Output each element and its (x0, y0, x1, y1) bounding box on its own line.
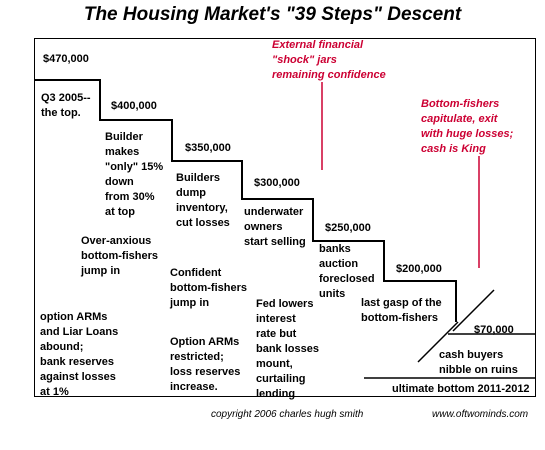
diagram-title: The Housing Market's "39 Steps" Descent (83, 4, 462, 25)
drop-line-1 (417, 321, 459, 363)
price-level-300k: $300,000 (254, 177, 300, 189)
price-level-250k: $250,000 (325, 222, 371, 234)
price-level-200k: $200,000 (396, 263, 442, 275)
note-builders-dump: Builders dump inventory, cut losses (176, 172, 230, 229)
price-level-70k: $70,000 (474, 324, 514, 336)
note-builder-makes: Builder makes "only" 15% down from 30% a… (105, 131, 164, 218)
callout-external-shock: External financial "shock" jars remainin… (272, 39, 386, 81)
diagram-frame (34, 38, 536, 397)
note-banks-auction: banks auction foreclosed units (319, 243, 375, 300)
note-confident-bottom-fishers: Confident bottom-fishers jump in (170, 267, 247, 309)
price-level-400k: $400,000 (111, 100, 157, 112)
footer-copyright: copyright 2006 charles hugh smith (211, 409, 364, 420)
price-level-350k: $350,000 (185, 142, 231, 154)
note-over-anxious-bottom-fishers: Over-anxious bottom-fishers jump in (81, 235, 158, 277)
drop-line-2 (452, 289, 495, 332)
callout-bottom-fishers-capitulate: Bottom-fishers capitulate, exit with hug… (421, 98, 514, 155)
note-cash-buyers: cash buyers nibble on ruins (439, 349, 518, 376)
note-fed-lowers: Fed lowers interest rate but bank losses… (256, 298, 319, 400)
note-ultimate-bottom: ultimate bottom 2011-2012 (392, 383, 530, 395)
note-option-arms-restricted: Option ARMs restricted; loss reserves in… (170, 336, 241, 393)
note-last-gasp: last gasp of the bottom-fishers (361, 297, 442, 324)
note-option-arms-abound: option ARMs and Liar Loans abound; bank … (40, 311, 119, 398)
note-underwater-owners: underwater owners start selling (244, 206, 306, 248)
footer-website: www.oftwominds.com (432, 409, 529, 420)
staircase-line (34, 79, 457, 322)
price-level-470k: $470,000 (43, 53, 89, 65)
note-q3-2005-top: Q3 2005-- the top. (41, 92, 91, 119)
